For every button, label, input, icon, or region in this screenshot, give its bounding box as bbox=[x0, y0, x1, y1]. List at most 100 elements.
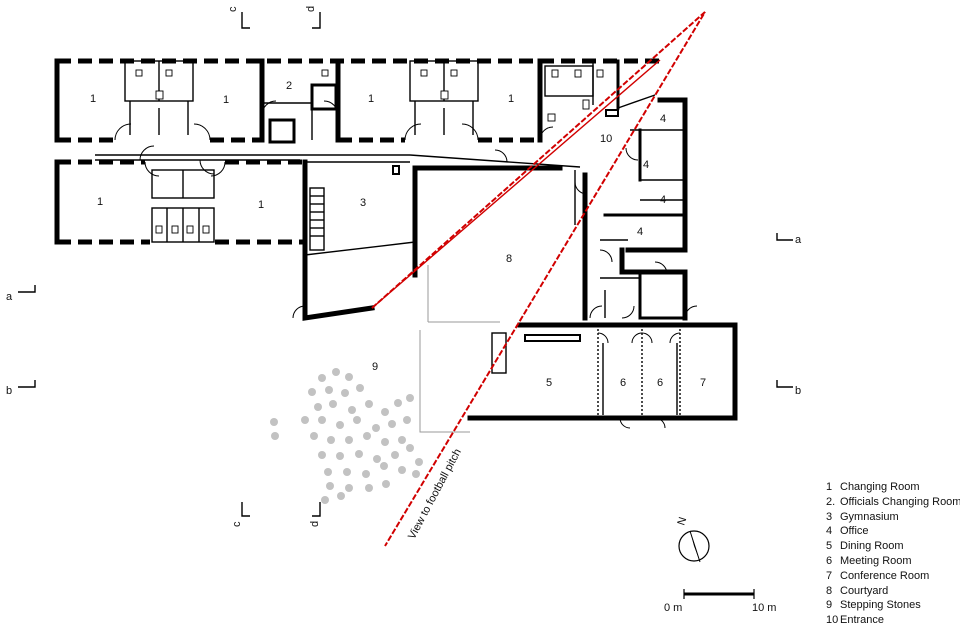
room-label: 4 bbox=[637, 226, 643, 238]
section-c-top: c bbox=[227, 6, 239, 12]
section-d-top: d bbox=[305, 6, 317, 12]
stepping-stone bbox=[355, 450, 363, 458]
stepping-stone bbox=[382, 480, 390, 488]
stepping-stone bbox=[271, 432, 279, 440]
stepping-stone bbox=[345, 484, 353, 492]
south-changing-wing bbox=[54, 159, 308, 245]
room-label: 1 bbox=[90, 93, 96, 105]
stepping-stone bbox=[308, 388, 316, 396]
stepping-stone bbox=[398, 436, 406, 444]
stepping-stone bbox=[343, 468, 351, 476]
stepping-stone bbox=[341, 389, 349, 397]
stepping-stone bbox=[337, 492, 345, 500]
room-label: 2 bbox=[286, 80, 292, 92]
south-wing bbox=[467, 322, 738, 429]
room-label: 6 bbox=[657, 377, 663, 389]
room-label: 7 bbox=[700, 377, 706, 389]
stepping-stone bbox=[314, 403, 322, 411]
stepping-stone bbox=[365, 400, 373, 408]
stepping-stone bbox=[270, 418, 278, 426]
stepping-stone bbox=[398, 466, 406, 474]
office-block bbox=[589, 94, 698, 321]
scale-bar: 0 m 10 m bbox=[664, 589, 776, 614]
stepping-stone bbox=[327, 436, 335, 444]
stepping-stone bbox=[318, 451, 326, 459]
stepping-stone bbox=[318, 374, 326, 382]
courtyard bbox=[412, 165, 588, 433]
section-a-left: a bbox=[6, 291, 13, 303]
stepping-stone bbox=[406, 444, 414, 452]
section-c-bottom: c bbox=[231, 521, 243, 527]
stepping-stone bbox=[381, 438, 389, 446]
north-wing bbox=[54, 58, 660, 144]
room-label: 1 bbox=[508, 93, 514, 105]
stepping-stone bbox=[403, 416, 411, 424]
stepping-stone bbox=[326, 482, 334, 490]
stepping-stone bbox=[381, 408, 389, 416]
stepping-stone bbox=[415, 458, 423, 466]
section-a-right: a bbox=[795, 234, 802, 246]
stepping-stone bbox=[394, 399, 402, 407]
room-label: 1 bbox=[223, 94, 229, 106]
room-label: 1 bbox=[368, 93, 374, 105]
room-label: 1 bbox=[258, 199, 264, 211]
north-arrow: N bbox=[675, 516, 710, 563]
gymnasium bbox=[292, 161, 416, 321]
stepping-stone bbox=[362, 470, 370, 478]
stepping-stone bbox=[345, 436, 353, 444]
room-label: 1 bbox=[97, 196, 103, 208]
stepping-stone bbox=[363, 432, 371, 440]
stepping-stone bbox=[310, 432, 318, 440]
stepping-stone bbox=[345, 373, 353, 381]
section-b-left: b bbox=[6, 385, 12, 397]
room-label: 8 bbox=[506, 253, 512, 265]
stepping-stone bbox=[318, 416, 326, 424]
stepping-stone bbox=[336, 452, 344, 460]
stepping-stone bbox=[332, 368, 340, 376]
room-labels: 1 1 2 1 1 10 4 1 1 3 4 4 4 8 9 5 6 6 7 bbox=[90, 80, 706, 389]
north-label: N bbox=[675, 516, 689, 527]
room-label: 5 bbox=[546, 377, 552, 389]
scale-start-label: 0 m bbox=[664, 602, 682, 614]
room-label: 9 bbox=[372, 361, 378, 373]
section-d-bottom: d bbox=[309, 521, 321, 527]
section-b-right: b bbox=[795, 385, 801, 397]
stepping-stone bbox=[353, 416, 361, 424]
room-label: 4 bbox=[660, 113, 666, 125]
view-wedge bbox=[371, 11, 706, 547]
stepping-stone bbox=[356, 384, 364, 392]
room-label: 6 bbox=[620, 377, 626, 389]
stepping-stone bbox=[373, 455, 381, 463]
stepping-stone bbox=[372, 424, 380, 432]
stepping-stone bbox=[348, 406, 356, 414]
stepping-stone bbox=[336, 421, 344, 429]
stepping-stone bbox=[412, 470, 420, 478]
stepping-stone bbox=[324, 468, 332, 476]
scale-end-label: 10 m bbox=[752, 602, 776, 614]
stepping-stone bbox=[391, 451, 399, 459]
room-label: 4 bbox=[660, 194, 666, 206]
stepping-stone bbox=[380, 462, 388, 470]
stepping-stone bbox=[388, 420, 396, 428]
stepping-stone bbox=[301, 416, 309, 424]
stepping-stone bbox=[321, 496, 329, 504]
section-markers: c d a a b b c d bbox=[6, 6, 802, 527]
stepping-stones bbox=[270, 368, 423, 504]
stepping-stone bbox=[329, 400, 337, 408]
stepping-stone bbox=[365, 484, 373, 492]
stepping-stone bbox=[325, 386, 333, 394]
legend-item: 2.Officials Changing Room bbox=[826, 495, 960, 508]
room-label: 4 bbox=[643, 159, 649, 171]
stepping-stone bbox=[406, 394, 414, 402]
